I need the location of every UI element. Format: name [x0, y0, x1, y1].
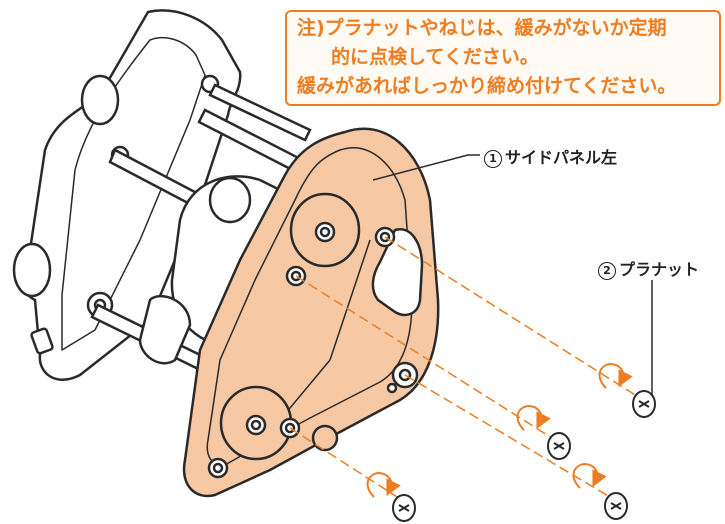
plastic-nut-icon: [632, 390, 656, 418]
callout-label: プラナット: [619, 260, 700, 279]
plastic-nut-icon: [604, 492, 628, 520]
plastic-nut-icon: [547, 432, 571, 460]
callout-number: 2: [598, 262, 616, 280]
caution-line-2: 的に点検してください。: [331, 46, 539, 68]
assembly-guide-lines: [289, 236, 641, 503]
rotate-arrow-icon: [598, 362, 633, 389]
rotate-arrow-icon: [366, 471, 401, 498]
side-panel-left: [182, 127, 440, 498]
leader-lines: [372, 154, 653, 396]
caution-line-3: 緩みがあればしっかり締め付けてください。: [297, 75, 677, 97]
rotate-arrow-icon: [516, 404, 551, 431]
plastic-nuts: [392, 390, 656, 522]
callout-number: 1: [484, 150, 502, 168]
rotate-arrow-icon: [572, 462, 607, 489]
rotate-arrow-icons: [366, 362, 633, 498]
callout-label: サイドパネル左: [505, 148, 618, 167]
caution-note: 注)プラナットやねじは、緩みがないか定期 的に点検してください。 緩みがあればし…: [285, 10, 721, 106]
caution-line-1: 注)プラナットやねじは、緩みがないか定期: [297, 17, 667, 39]
plastic-nut-icon: [392, 494, 416, 522]
